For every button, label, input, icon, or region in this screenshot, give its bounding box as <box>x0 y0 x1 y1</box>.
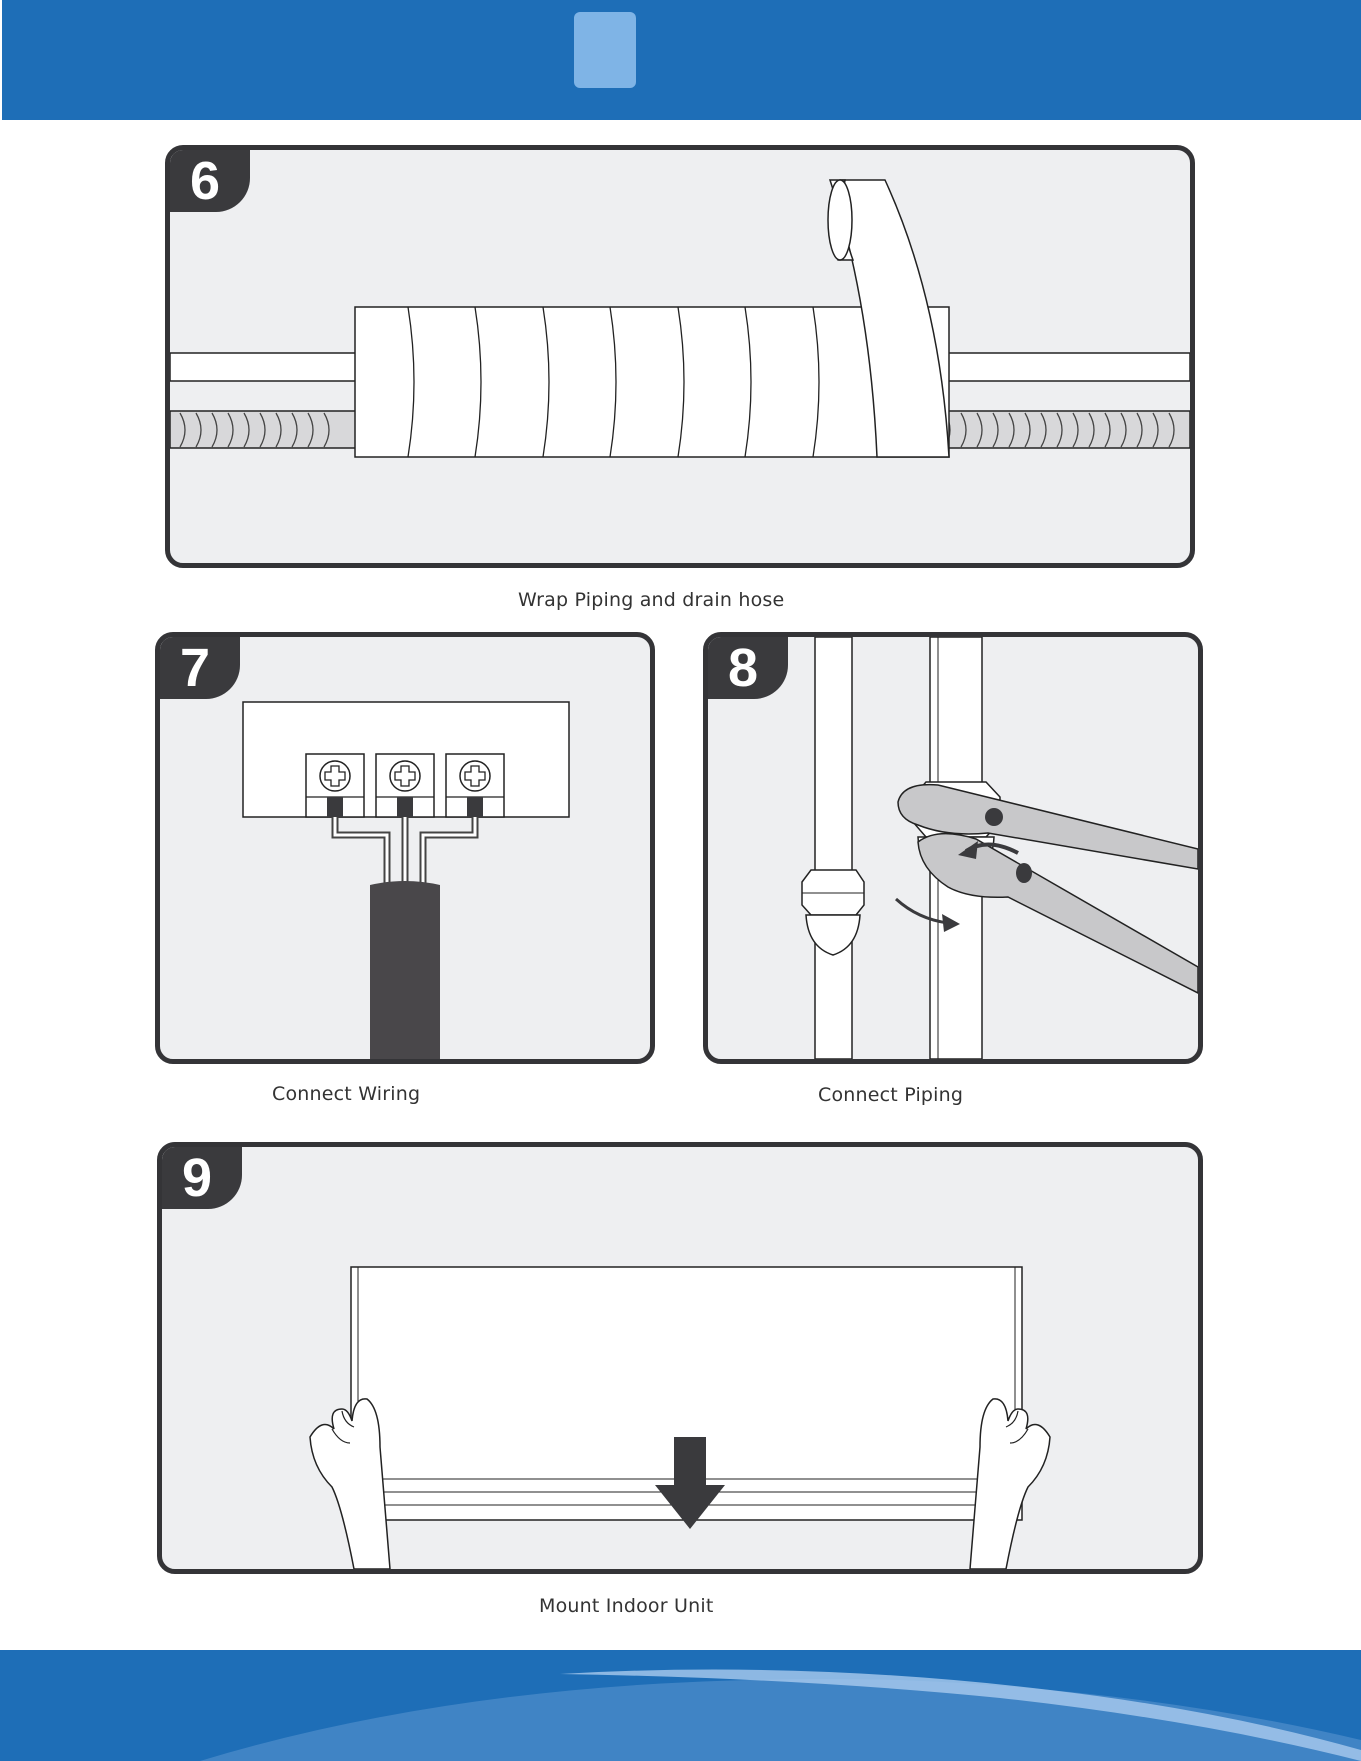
header-bar <box>2 0 1361 120</box>
step-9-caption: Mount Indoor Unit <box>539 1595 713 1617</box>
step-8-panel: 8 <box>703 632 1203 1064</box>
step-7-panel: 7 <box>155 632 655 1064</box>
header-tab <box>574 12 636 88</box>
connect-piping-illustration <box>708 637 1198 1059</box>
step-8-caption: Connect Piping <box>818 1084 963 1106</box>
step-6-panel: 6 <box>165 145 1195 568</box>
connect-wiring-illustration <box>160 637 650 1059</box>
step-6-caption: Wrap Piping and drain hose <box>518 589 784 611</box>
footer-wave-bar <box>0 1650 1361 1761</box>
step-7-caption: Connect Wiring <box>272 1083 420 1105</box>
mount-indoor-unit-illustration <box>162 1147 1198 1569</box>
wrap-piping-illustration <box>170 150 1190 563</box>
step-9-panel: 9 <box>157 1142 1203 1574</box>
